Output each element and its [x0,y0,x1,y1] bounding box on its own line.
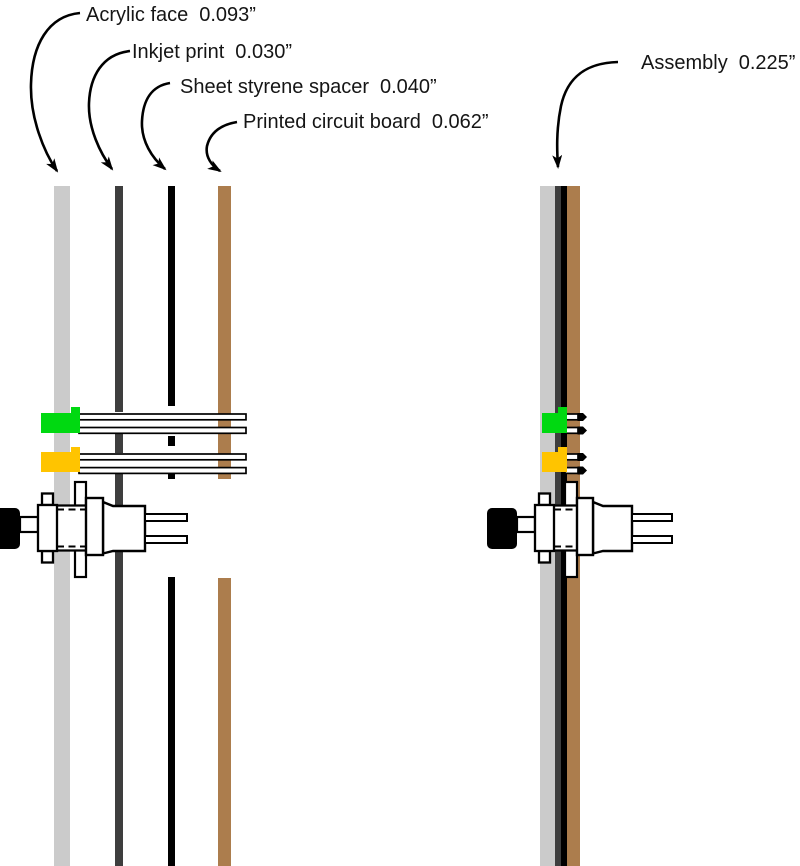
switch-body [101,500,147,556]
yellow-led-lead [78,466,247,475]
thread-dashes [57,508,86,548]
button-stem [515,515,537,534]
push-button-switch [487,480,673,579]
inkjet-layer-bar [115,186,123,866]
arrow-styrene [140,81,171,171]
arrow-inkjet [87,49,131,171]
arrow-assembly [552,60,619,169]
barrel-outline [56,504,87,552]
barrel-outline [553,504,577,552]
switch-collar [575,496,595,557]
pcb-layer-bar [218,186,231,866]
lead-solder-tips [577,413,587,475]
yellow-led-lead [78,453,247,461]
green-led [542,407,567,433]
yellow-led [41,447,80,472]
green-led [41,407,80,433]
button-cap [0,508,20,549]
switch-collar [84,496,105,557]
push-button-switch [0,480,188,579]
thread-dashes [554,508,576,548]
button-stem [18,515,40,534]
exploded-view [0,186,247,866]
threaded-barrel [553,506,577,550]
switch-terminals [631,513,673,544]
hex-nut [533,492,556,564]
green-led-lead [78,426,247,435]
button-cap [487,508,517,549]
assembled-view [487,186,673,866]
switch-terminals [144,513,188,544]
threaded-barrel [56,506,87,550]
arrow-acrylic [29,11,81,173]
callout-arrows [29,11,619,173]
hex-nut [36,492,59,564]
green-led-lead [78,413,247,421]
switch-body [591,500,634,556]
yellow-led [542,447,567,472]
arrow-pcb [205,120,238,173]
styrene-layer-bar [168,186,175,866]
